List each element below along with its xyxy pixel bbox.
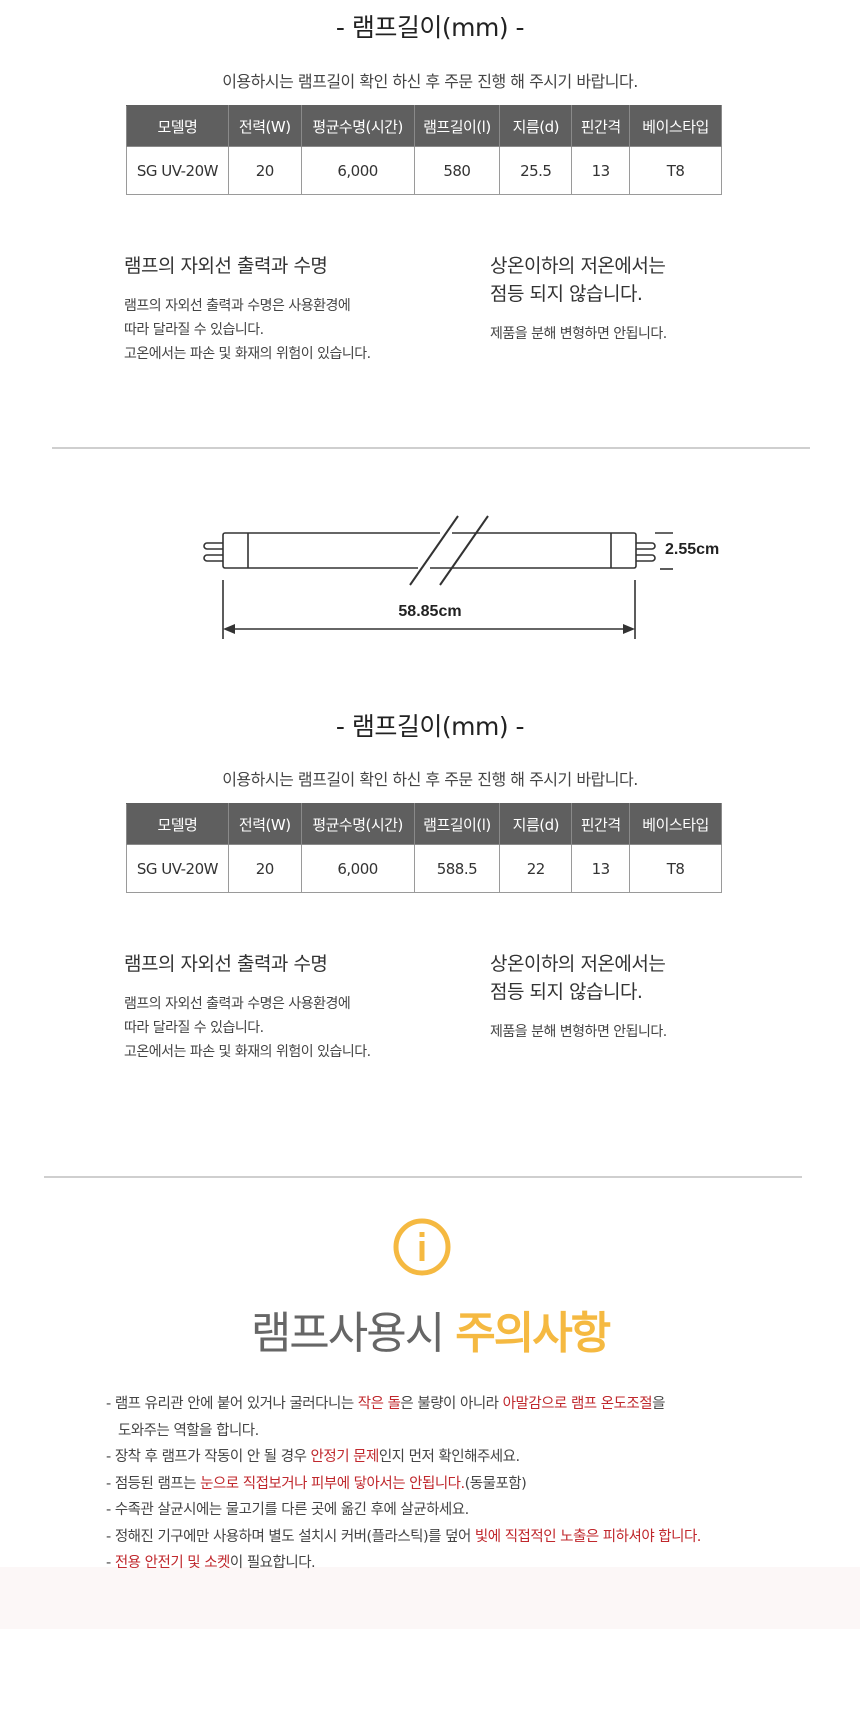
- info-line: 따라 달라질 수 있습니다.: [124, 322, 264, 338]
- cell-power: 20: [227, 844, 302, 893]
- caution-item: - 전용 안전기 및 소켓이 필요합니다.: [106, 1555, 316, 1571]
- info-low-temp: 상온이하의 저온에서는 점등 되지 않습니다. 제품을 분해 변형하면 안됩니다…: [490, 950, 790, 1044]
- header-base-type: 베이스타입: [629, 803, 722, 845]
- info-line: 램프의 자외선 출력과 수명은 사용환경에: [124, 298, 351, 314]
- cell-pin-gap: 13: [571, 146, 631, 195]
- cell-diameter: 22: [499, 844, 573, 893]
- header-diameter: 지름(d): [499, 105, 573, 147]
- table-row: SG UV-20W 20 6,000 588.5 22 13 T8: [126, 844, 722, 893]
- info-uv-output: 램프의 자외선 출력과 수명 램프의 자외선 출력과 수명은 사용환경에 따라 …: [124, 252, 454, 366]
- info-heading-line: 점등 되지 않습니다.: [490, 283, 643, 305]
- header-pin-gap: 핀간격: [571, 803, 631, 845]
- caution-list: - 램프 유리관 안에 붙어 있거나 굴러다니는 작은 돌은 불량이 아니라 아…: [106, 1391, 826, 1577]
- table-header-row: 모델명 전력(W) 평균수명(시간) 램프길이(l) 지름(d) 핀간격 베이스…: [126, 803, 722, 845]
- section1-subtitle: 이용하시는 램프길이 확인 하신 후 주문 진행 해 주시기 바랍니다.: [222, 72, 638, 91]
- header-model: 모델명: [126, 105, 229, 147]
- info-body: 제품을 분해 변형하면 안됩니다.: [490, 326, 667, 342]
- section-divider: [52, 447, 810, 449]
- cell-lifetime: 6,000: [300, 844, 415, 893]
- info-body: 램프의 자외선 출력과 수명은 사용환경에 따라 달라질 수 있습니다. 고온에…: [124, 992, 454, 1064]
- spec-table-1: 모델명 전력(W) 평균수명(시간) 램프길이(l) 지름(d) 핀간격 베이스…: [126, 105, 722, 195]
- info-line: 램프의 자외선 출력과 수명은 사용환경에: [124, 996, 351, 1012]
- cell-diameter: 25.5: [499, 146, 573, 195]
- cell-base-type: T8: [629, 146, 722, 195]
- cell-pin-gap: 13: [571, 844, 631, 893]
- table-row: SG UV-20W 20 6,000 580 25.5 13 T8: [126, 146, 722, 195]
- cell-model: SG UV-20W: [126, 844, 229, 893]
- info-low-temp: 상온이하의 저온에서는 점등 되지 않습니다. 제품을 분해 변형하면 안됩니다…: [490, 252, 790, 346]
- section2-subtitle: 이용하시는 램프길이 확인 하신 후 주문 진행 해 주시기 바랍니다.: [222, 770, 638, 789]
- caution-title-bold: 주의사항: [455, 1308, 611, 1359]
- cell-base-type: T8: [629, 844, 722, 893]
- length-label: 58.85cm: [398, 603, 462, 620]
- info-heading: 램프의 자외선 출력과 수명: [124, 953, 328, 975]
- header-pin-gap: 핀간격: [571, 105, 631, 147]
- spec-table-2: 모델명 전력(W) 평균수명(시간) 램프길이(l) 지름(d) 핀간격 베이스…: [126, 803, 722, 893]
- header-lifetime: 평균수명(시간): [300, 105, 415, 147]
- section1-title: - 램프길이(mm) -: [335, 13, 525, 42]
- lamp-tube-icon: [203, 515, 673, 639]
- header-base-type: 베이스타입: [629, 105, 722, 147]
- info-circle-icon: [392, 1217, 452, 1277]
- caution-item: - 정해진 기구에만 사용하며 별도 설치시 커버(플라스틱)를 덮어 빛에 직…: [106, 1528, 701, 1545]
- header-model: 모델명: [126, 803, 229, 845]
- info-body: 램프의 자외선 출력과 수명은 사용환경에 따라 달라질 수 있습니다. 고온에…: [124, 294, 454, 366]
- caution-title: 램프사용시 주의사항: [0, 1297, 860, 1361]
- info-uv-output: 램프의 자외선 출력과 수명 램프의 자외선 출력과 수명은 사용환경에 따라 …: [124, 950, 454, 1064]
- header-length: 램프길이(l): [413, 803, 501, 845]
- caution-item-continuation: 도와주는 역할을 합니다.: [118, 1422, 259, 1439]
- info-heading-line: 상온이하의 저온에서는: [490, 953, 666, 975]
- caution-title-light: 램프사용시: [250, 1308, 445, 1359]
- header-diameter: 지름(d): [499, 803, 573, 845]
- info-line: 따라 달라질 수 있습니다.: [124, 1020, 264, 1036]
- cell-length: 580: [413, 146, 501, 195]
- caution-item: - 수족관 살균시에는 물고기를 다른 곳에 옮긴 후에 살균하세요.: [106, 1502, 469, 1518]
- caution-item: - 점등된 램프는 눈으로 직접보거나 피부에 닿아서는 안됩니다.(동물포함): [106, 1475, 527, 1492]
- lamp-dimension-diagram: 2.55cm 58.85cm: [0, 500, 860, 650]
- header-power: 전력(W): [227, 803, 302, 845]
- info-heading-line: 점등 되지 않습니다.: [490, 981, 643, 1003]
- cell-model: SG UV-20W: [126, 146, 229, 195]
- section-divider: [44, 1176, 802, 1178]
- table-header-row: 모델명 전력(W) 평균수명(시간) 램프길이(l) 지름(d) 핀간격 베이스…: [126, 105, 722, 147]
- info-line: 고온에서는 파손 및 화재의 위험이 있습니다.: [124, 1044, 371, 1060]
- info-body: 제품을 분해 변형하면 안됩니다.: [490, 1024, 667, 1040]
- header-length: 램프길이(l): [413, 105, 501, 147]
- cell-length: 588.5: [413, 844, 501, 893]
- caution-item: - 장착 후 램프가 작동이 안 될 경우 안정기 문제인지 먼저 확인해주세요…: [106, 1449, 520, 1465]
- info-heading-line: 상온이하의 저온에서는: [490, 255, 666, 277]
- caution-item: - 램프 유리관 안에 붙어 있거나 굴러다니는 작은 돌은 불량이 아니라 아…: [106, 1396, 665, 1412]
- footer-band: [0, 1567, 860, 1629]
- diameter-label: 2.55cm: [665, 541, 720, 558]
- header-lifetime: 평균수명(시간): [300, 803, 415, 845]
- info-heading: 램프의 자외선 출력과 수명: [124, 255, 328, 277]
- cell-lifetime: 6,000: [300, 146, 415, 195]
- info-line: 고온에서는 파손 및 화재의 위험이 있습니다.: [124, 346, 371, 362]
- section2-title: - 램프길이(mm) -: [335, 712, 525, 741]
- header-power: 전력(W): [227, 105, 302, 147]
- cell-power: 20: [227, 146, 302, 195]
